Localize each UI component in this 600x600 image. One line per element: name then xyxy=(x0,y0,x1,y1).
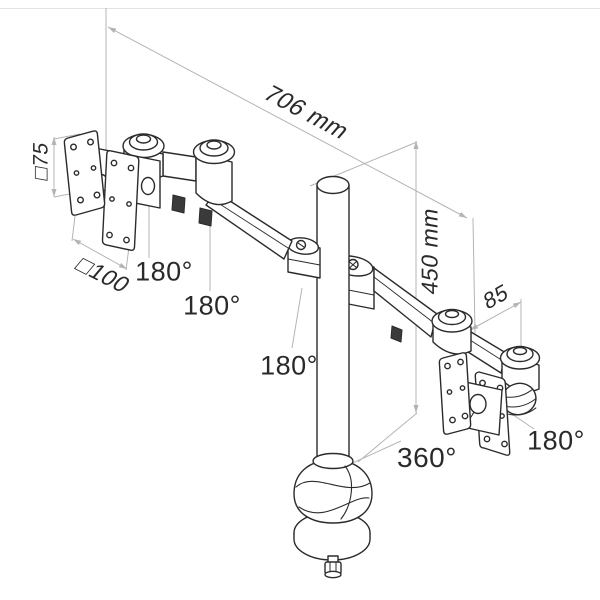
dimension-arrowheads xyxy=(51,27,521,413)
cable-clip xyxy=(171,194,186,214)
vesa-plate-front xyxy=(63,130,106,216)
pole-top xyxy=(316,175,350,195)
dim-line-85 xyxy=(469,301,522,331)
lower-arm-segment-2 xyxy=(467,331,507,374)
left-monitor-mount xyxy=(63,130,161,251)
lower-arm xyxy=(373,267,507,374)
dim-line-706 xyxy=(107,26,468,219)
ext-line-450-bottom xyxy=(357,412,418,463)
rotation-arm-elbow-label: 180° xyxy=(183,290,241,321)
pole xyxy=(316,175,350,469)
ext-line-75-top xyxy=(53,133,81,140)
dimension-lines xyxy=(0,8,600,467)
right-monitor-mount xyxy=(438,352,511,456)
right-mount-pivot xyxy=(499,345,541,416)
pole-clamp-upper xyxy=(286,237,321,279)
ext-line-100-left xyxy=(71,215,76,242)
leader-180-right-mount xyxy=(511,413,535,430)
leader-360-pole xyxy=(345,440,402,467)
leader-180-pole-clamp xyxy=(291,287,303,349)
base-dome xyxy=(293,452,373,524)
upper-arm-segment-1 xyxy=(162,151,197,182)
base-assembly xyxy=(293,452,373,579)
dim-vesa-75-label: □75 xyxy=(29,140,53,182)
dim-pole-height-label: 450 mm xyxy=(416,205,443,297)
rotation-pole-clamp-label: 180° xyxy=(260,350,318,381)
ext-line-706-right xyxy=(472,217,476,334)
arm-elbow-joint xyxy=(192,139,236,206)
cable-clip xyxy=(198,207,213,227)
cable-clip xyxy=(390,325,403,343)
bolt xyxy=(324,555,342,579)
ext-line-100-right xyxy=(125,246,130,271)
dim-line-100 xyxy=(72,238,128,270)
vesa-plate-back xyxy=(101,150,140,251)
rotation-right-mount-label: 180° xyxy=(527,425,585,456)
lower-arm-elbow-joint xyxy=(431,308,473,355)
rotation-left-mount-label: 180° xyxy=(135,256,193,287)
lower-arm-segment-1 xyxy=(373,267,438,338)
product-drawing xyxy=(63,130,541,579)
rotation-pole-base-label: 360° xyxy=(397,442,457,473)
